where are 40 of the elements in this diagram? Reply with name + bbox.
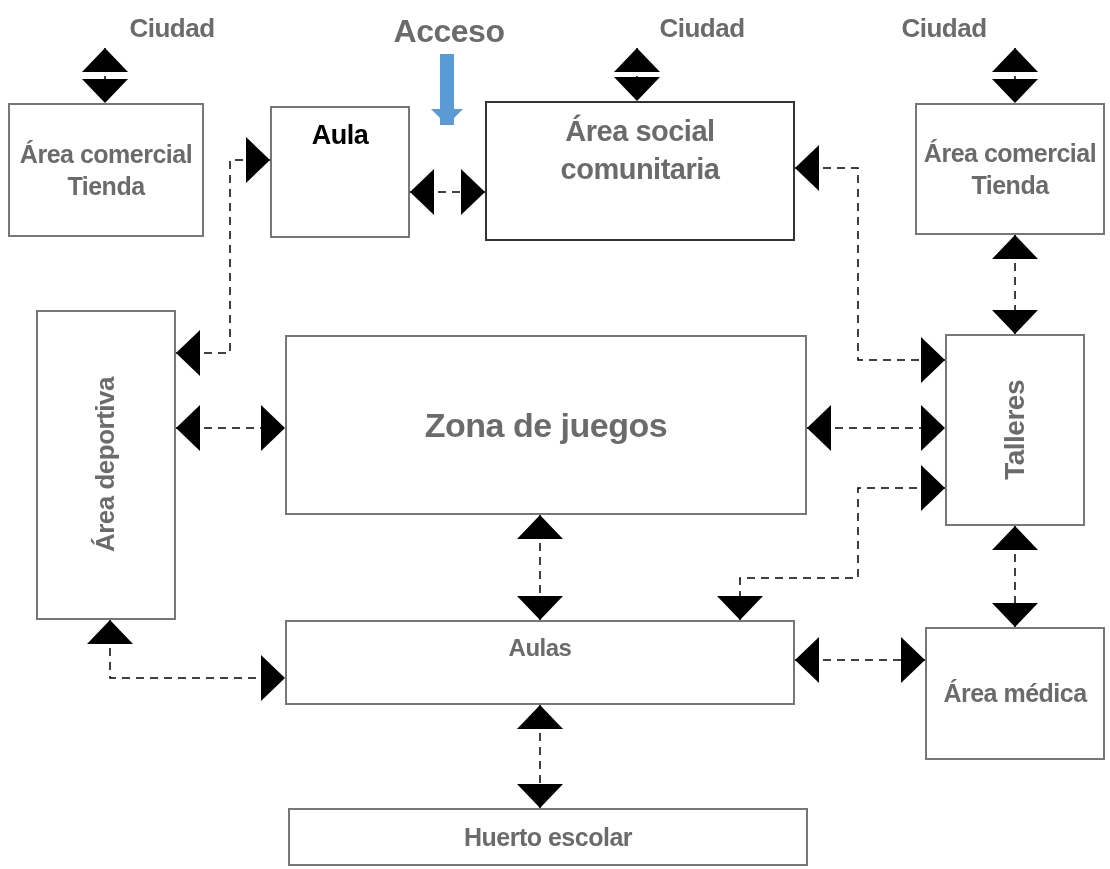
area-box — [485, 101, 795, 241]
area-label: Zona de juegos — [424, 404, 668, 446]
place-label: Ciudad — [129, 12, 215, 46]
area-box — [288, 808, 808, 866]
area-box — [36, 310, 176, 620]
area-box — [945, 334, 1085, 526]
dashed-double-arrow — [82, 47, 128, 104]
area-label: Área social comunitaria — [559, 113, 721, 187]
dashed-double-arrow — [794, 637, 926, 683]
dashed-double-arrow — [794, 145, 946, 383]
area-label: Huerto escolar — [463, 821, 633, 853]
dashed-double-arrow — [517, 704, 563, 809]
place-label: Ciudad — [659, 12, 745, 46]
area-box — [925, 627, 1105, 760]
dashed-double-arrow — [175, 405, 286, 451]
dashed-double-arrow — [517, 514, 563, 621]
area-box — [915, 103, 1105, 235]
dashed-double-arrow — [992, 525, 1038, 628]
area-label: Talleres — [997, 380, 1031, 480]
dashed-double-arrow — [614, 47, 660, 102]
area-label: Aula — [311, 119, 369, 152]
dashed-double-arrow — [87, 619, 286, 701]
dashed-double-arrow — [717, 465, 946, 621]
place-label: Acceso — [393, 12, 505, 52]
place-label: Ciudad — [901, 12, 987, 46]
dashed-double-arrow — [806, 405, 946, 451]
area-box — [285, 620, 795, 705]
dashed-double-arrow — [992, 47, 1038, 104]
dashed-double-arrow — [409, 169, 486, 215]
area-box — [270, 106, 410, 238]
area-box — [285, 335, 807, 515]
dashed-double-arrow — [175, 137, 271, 376]
access-arrow — [431, 54, 463, 125]
area-label: Área comercial Tienda — [922, 137, 1098, 201]
area-label: Área médica — [943, 678, 1087, 710]
area-label: Aulas — [508, 633, 572, 663]
area-label: Área deportiva — [89, 377, 122, 553]
area-box — [8, 103, 204, 237]
dashed-double-arrow — [992, 234, 1038, 335]
area-label: Área comercial Tienda — [18, 138, 194, 202]
